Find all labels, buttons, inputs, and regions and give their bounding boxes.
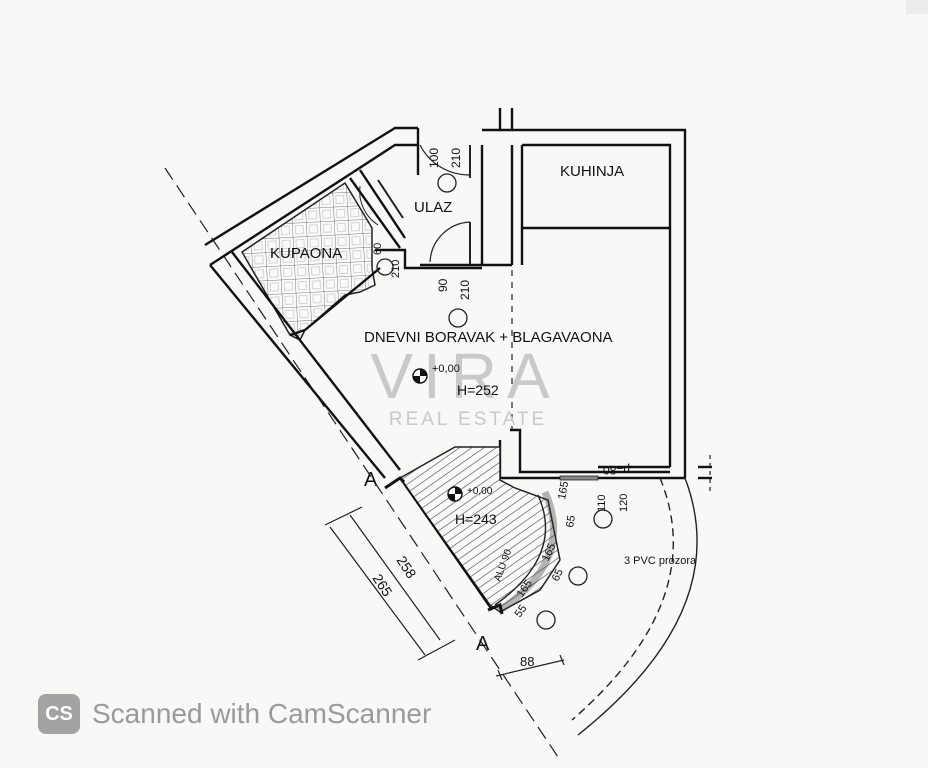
section-label-a-bottom: A	[476, 633, 490, 655]
living-door-swing	[429, 221, 471, 263]
loggia-window-arc-inner	[494, 494, 547, 606]
window-2-sill: 65	[550, 567, 566, 583]
height-loggia: H=243	[455, 511, 497, 527]
window-1-sill: 65	[564, 514, 578, 528]
height-main: H=252	[457, 382, 499, 398]
watermark-main: VIRA	[370, 340, 559, 412]
level-marker-loggia	[447, 486, 463, 502]
loggia-floor	[398, 446, 561, 613]
section-cut	[384, 476, 504, 615]
p-label: p=80	[603, 463, 630, 477]
camscanner-logo: CS	[38, 694, 80, 734]
window-note: 3 PVC prozora	[624, 555, 697, 567]
entry-door-swing	[419, 144, 471, 176]
balcony-arc	[560, 477, 674, 721]
watermark-sub: REAL ESTATE	[389, 409, 547, 430]
bath-door-swing	[359, 185, 379, 226]
axis-line	[164, 167, 561, 761]
bathroom-floor	[240, 181, 376, 342]
bath-door-height: 210	[390, 260, 402, 278]
level-marker-main	[412, 368, 428, 384]
room-label-kuhinja: KUHINJA	[560, 163, 624, 180]
tag-circles	[376, 173, 613, 630]
section-label-a-top: A	[364, 469, 378, 491]
room-label-dnevni: DNEVNI BORAVAK + BLAGAVAONA	[364, 329, 613, 346]
dim-265: 265	[369, 571, 395, 599]
dim-88: 88	[520, 654, 534, 669]
room-label-kupaona: KUPAONA	[270, 245, 342, 262]
dimension-lines	[324, 506, 565, 681]
level-loggia: +0,00	[467, 486, 493, 497]
balcony-door-width: 110	[596, 494, 608, 512]
entry-door-width: 100	[427, 148, 441, 168]
balcony-threshold	[559, 475, 599, 481]
walls	[204, 108, 712, 480]
window-1-height: 165	[556, 480, 571, 500]
scan-artifact	[906, 0, 928, 14]
bath-door-width: 60	[372, 243, 384, 255]
level-main: +0,00	[432, 363, 460, 375]
dim-258: 258	[393, 553, 419, 581]
camscanner-text: Scanned with CamScanner	[92, 698, 432, 729]
room-label-ulaz: ULAZ	[414, 199, 452, 216]
living-door-width: 90	[436, 278, 450, 292]
living-door-height: 210	[458, 280, 472, 300]
loggia-window-arc	[498, 490, 558, 613]
entry-door-height: 210	[449, 148, 463, 168]
balcony-door-height: 120	[618, 494, 630, 512]
bath-door-leaf	[377, 179, 404, 219]
balcony-arc-solid	[577, 477, 698, 736]
window-3-sill: 55	[513, 603, 530, 620]
